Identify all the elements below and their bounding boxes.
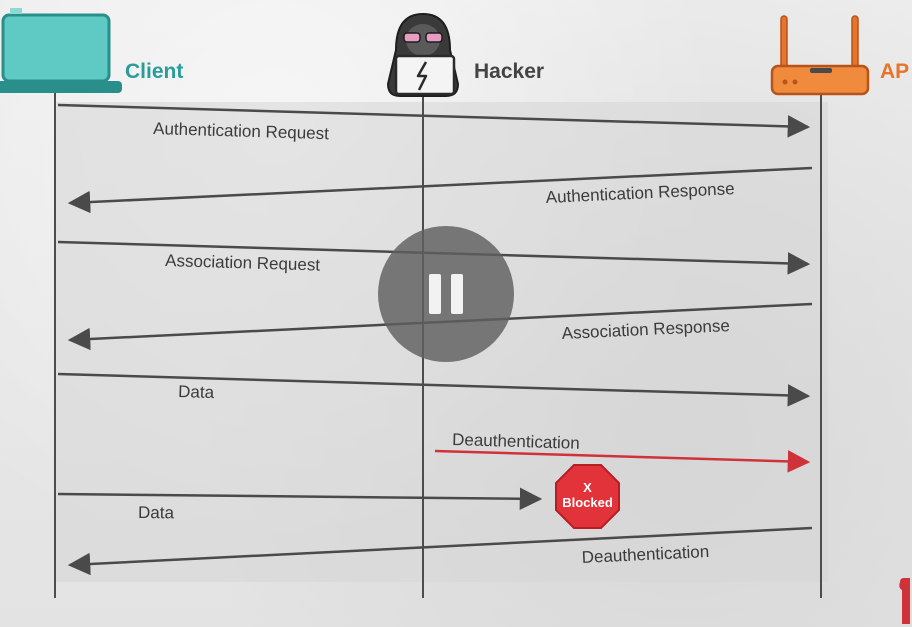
deauth-final-arrow (67, 526, 813, 576)
data-arrow-1 (57, 372, 811, 407)
pause-icon (429, 274, 441, 314)
data-arrow-2 (57, 487, 543, 511)
pause-button[interactable] (378, 226, 514, 362)
client-label: Client (125, 60, 183, 83)
blocked-label: Blocked (562, 495, 613, 510)
hooded-hacker-icon (386, 12, 460, 97)
deauth-attack-arrow (434, 449, 811, 473)
assoc-request-label: Association Request (165, 251, 321, 275)
blocked-mark: X (583, 480, 592, 495)
logo-fragment-icon (899, 578, 910, 624)
data-label-2: Data (138, 503, 175, 522)
auth-request-arrow (57, 103, 811, 138)
auth-response-arrow (67, 166, 813, 214)
pause-icon-bar (451, 274, 463, 314)
wireless-router-icon (770, 15, 870, 96)
deauth-attack-label: Deauthentication (452, 430, 580, 453)
ap-label: AP (880, 60, 909, 83)
laptop-icon (0, 8, 122, 93)
blocked-stop-sign: X Blocked (555, 464, 620, 529)
data-label-1: Data (178, 382, 215, 402)
hacker-label: Hacker (474, 60, 544, 83)
